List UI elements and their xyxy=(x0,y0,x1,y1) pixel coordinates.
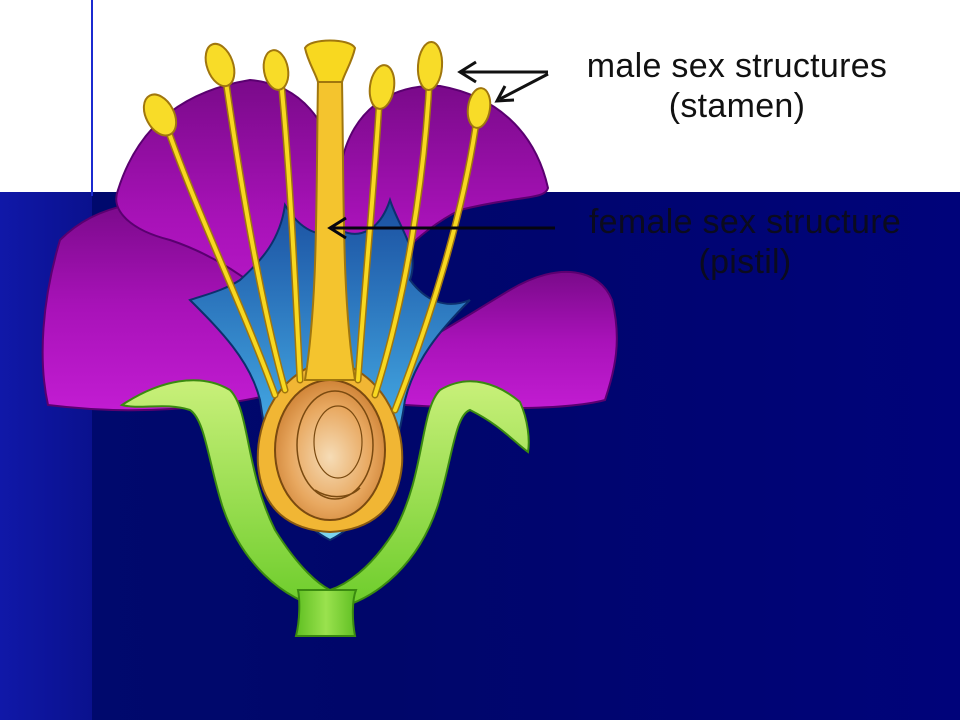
stamen-label-line1: male sex structures xyxy=(586,47,888,85)
pistil-label-line2: (pistil) xyxy=(698,243,792,281)
anther xyxy=(416,41,444,91)
stamen-label-line2: (stamen) xyxy=(668,87,806,125)
anther xyxy=(142,93,178,137)
ovary xyxy=(256,358,404,534)
stamen-label: male sex structures (stamen) xyxy=(562,46,912,126)
pistil-label-line1: female sex structure xyxy=(588,203,902,241)
arrow-to-stamen-2 xyxy=(499,72,549,101)
anther xyxy=(204,42,236,88)
pistil-label: female sex structure (pistil) xyxy=(560,202,930,282)
sepals xyxy=(119,379,530,612)
anther xyxy=(262,49,290,91)
anther xyxy=(466,87,492,129)
anther xyxy=(368,64,396,110)
pistil xyxy=(303,39,357,381)
pointer-arrows xyxy=(327,60,555,240)
stamens xyxy=(142,41,492,414)
stem xyxy=(294,589,358,637)
vertical-accent-line xyxy=(91,0,93,196)
